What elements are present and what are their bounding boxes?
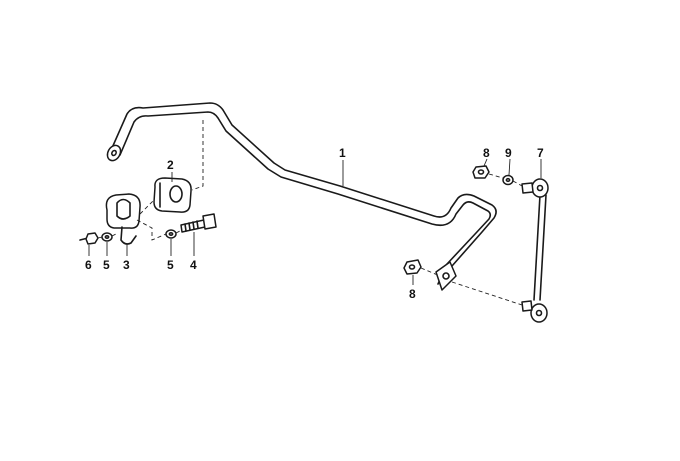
callout-8-lower: 8	[409, 287, 416, 301]
nut-left	[79, 232, 99, 245]
callout-4: 4	[190, 258, 197, 272]
callout-5-left: 5	[103, 258, 110, 272]
leader-lines	[88, 158, 542, 285]
washer-left	[101, 232, 113, 242]
callout-6: 6	[85, 258, 92, 272]
coupling-rod	[521, 178, 549, 323]
callout-9: 9	[505, 146, 512, 160]
callout-3: 3	[123, 258, 130, 272]
nut-upper	[472, 165, 490, 179]
callout-7: 7	[537, 146, 544, 160]
callout-8-upper: 8	[483, 146, 490, 160]
callout-1: 1	[339, 146, 346, 160]
stabilizer-bar	[106, 102, 497, 291]
callout-5-right: 5	[167, 258, 174, 272]
bolt	[180, 213, 217, 233]
assembly-lines	[97, 120, 525, 306]
washer-right	[165, 229, 177, 239]
washer-upper	[502, 174, 514, 186]
callout-2: 2	[167, 158, 174, 172]
nut-lower	[403, 259, 422, 275]
rubber-mount	[153, 177, 192, 213]
